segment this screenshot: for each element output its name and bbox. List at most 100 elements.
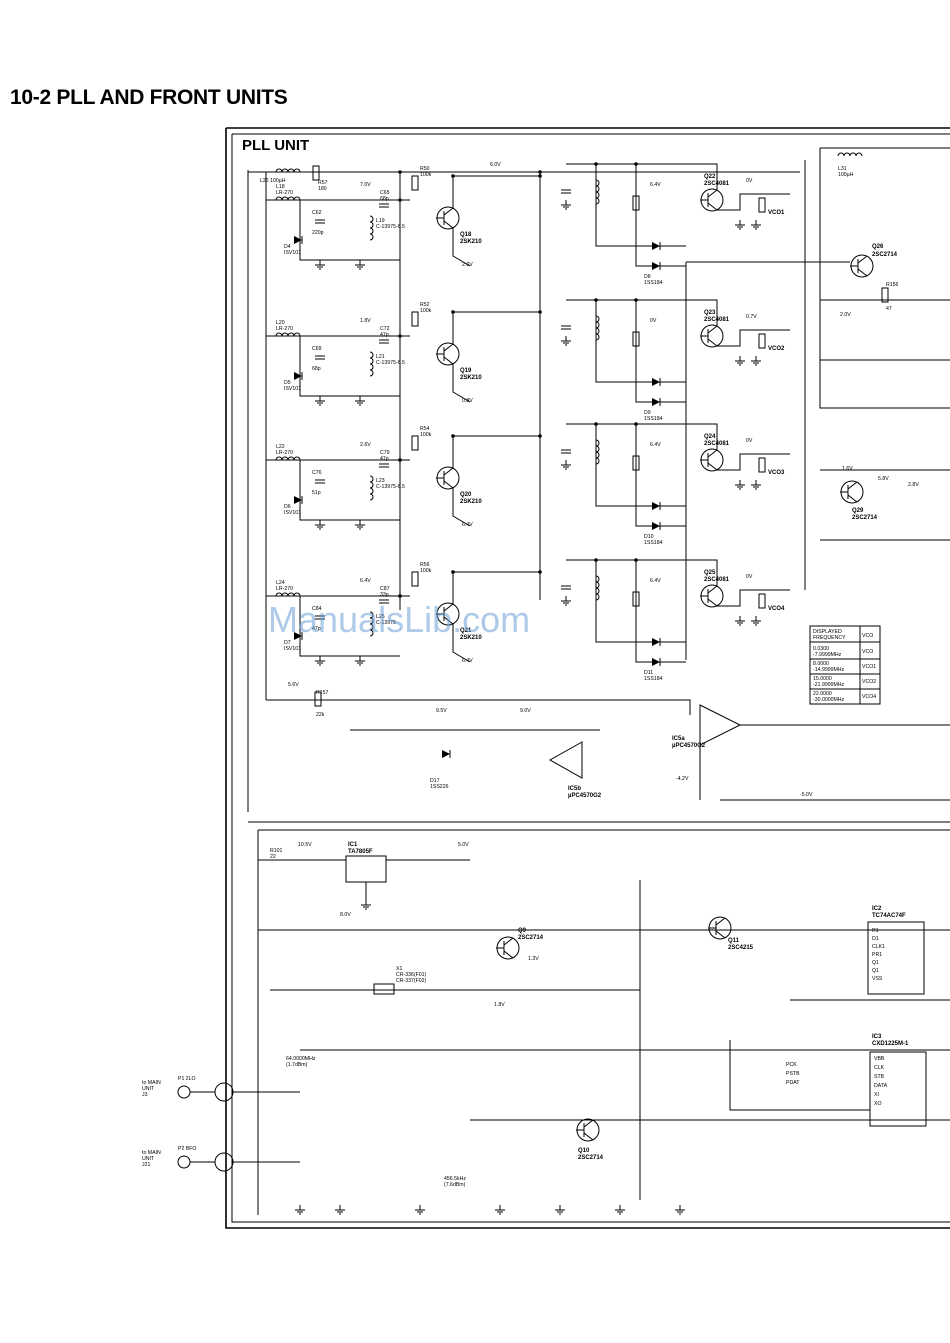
coil-value: LR-270 bbox=[276, 190, 293, 196]
freq-range-start: 8.0000 bbox=[813, 661, 829, 667]
cap-b-ref: C65 bbox=[380, 190, 390, 196]
tank-voltage: 6.4V bbox=[650, 182, 661, 188]
q26-ref: Q26 bbox=[872, 244, 884, 250]
regulator-vin: 10.5V bbox=[298, 842, 312, 848]
ic3-pin-label: DATA bbox=[874, 1083, 888, 1089]
buffer-voltage: 0V bbox=[746, 178, 753, 184]
res-ref: R50 bbox=[420, 166, 430, 172]
coil-ref: L22 bbox=[276, 444, 285, 450]
cap-a bbox=[315, 355, 325, 360]
crystal-x1 bbox=[373, 983, 395, 995]
ground-icon bbox=[561, 460, 571, 470]
right-rail bbox=[685, 160, 806, 660]
tune-coil-value: C-13975 bbox=[376, 620, 396, 626]
connector-wires bbox=[190, 1091, 300, 1163]
coil-l26 bbox=[275, 168, 301, 173]
ic2-pin-label: PR1 bbox=[872, 952, 882, 958]
q11-type: 2SC4215 bbox=[728, 945, 754, 951]
stage-voltage-a: 6.4V bbox=[360, 578, 371, 584]
unit-label: PLL UNIT bbox=[242, 137, 309, 154]
cap-b-value: 47p bbox=[380, 332, 389, 338]
fet-type: 2SK210 bbox=[460, 499, 482, 505]
transistor-leads bbox=[576, 1119, 594, 1141]
ground-icon bbox=[355, 656, 365, 666]
ic2-pin-label: Q1 bbox=[872, 968, 879, 974]
diode-d9 bbox=[652, 378, 660, 386]
diode-d10 bbox=[652, 502, 660, 510]
junction-dot bbox=[634, 162, 638, 166]
q29-type: 2SC2714 bbox=[852, 515, 878, 521]
opamp-voltage-a: 9.5V bbox=[436, 708, 447, 714]
ic3-pin-label: XO bbox=[874, 1101, 882, 1107]
buffer-voltage: 0V bbox=[746, 438, 753, 444]
tank-cap bbox=[561, 449, 571, 454]
j1-dest-line-3: J3 bbox=[142, 1092, 148, 1098]
junction-dot bbox=[634, 422, 638, 426]
cap-b-value: 68p bbox=[380, 196, 389, 202]
ground-icon bbox=[355, 260, 365, 270]
ground-icon bbox=[751, 616, 761, 626]
buffer-leads bbox=[686, 299, 790, 347]
coil-l24 bbox=[275, 592, 301, 597]
cap-a-ref: C69 bbox=[312, 346, 322, 352]
varactor-ref: D5 bbox=[284, 380, 291, 386]
tank-resistor bbox=[632, 455, 640, 471]
tune-coil-ref: L19 bbox=[376, 218, 385, 224]
l31-value: 100µH bbox=[838, 172, 854, 178]
vco-output-label: VCO4 bbox=[768, 606, 785, 612]
cap-b-ref: C72 bbox=[380, 326, 390, 332]
ground-icon bbox=[751, 356, 761, 366]
buffer-leads bbox=[686, 559, 790, 607]
varactor-value: ISV101 bbox=[284, 250, 301, 256]
x1-ref: X1 bbox=[396, 966, 402, 972]
freq-table-vco: VCO bbox=[862, 633, 873, 639]
junction-dot bbox=[634, 558, 638, 562]
ground-icon bbox=[675, 1205, 685, 1215]
q9-type: 2SC2714 bbox=[518, 935, 544, 941]
ground-icon bbox=[561, 336, 571, 346]
transistor-leads bbox=[708, 917, 726, 939]
ground-icon bbox=[361, 900, 371, 910]
diode-type: 1SS184 bbox=[644, 540, 663, 546]
regulator-wires bbox=[258, 859, 470, 900]
r156-value: 47 bbox=[886, 306, 892, 312]
transistor-leads bbox=[700, 325, 718, 347]
coil-l18 bbox=[275, 196, 301, 201]
stage-voltage-a: 2.6V bbox=[360, 442, 371, 448]
freq-range-start: 22.0000 bbox=[813, 691, 832, 697]
freq-range-end: -30.0000MHz bbox=[813, 697, 845, 703]
diode-d17 bbox=[442, 750, 450, 758]
ic3-synth bbox=[869, 1051, 927, 1127]
top-rail-voltage: 6.0V bbox=[490, 162, 501, 168]
buffer-ref: Q22 bbox=[704, 174, 716, 180]
regulator-vout: 5.0V bbox=[458, 842, 469, 848]
ic3-bus-label: PCK bbox=[786, 1062, 797, 1068]
ground-icon bbox=[315, 656, 325, 666]
ground-icon bbox=[615, 1205, 625, 1215]
diode-ref: D11 bbox=[644, 670, 653, 676]
opamp-voltage-d: -5.0V bbox=[800, 792, 813, 798]
diode-alt bbox=[652, 398, 660, 406]
tank-resistor bbox=[632, 591, 640, 607]
junction-dot bbox=[538, 170, 542, 174]
mixer-voltage-d: 2.8V bbox=[908, 482, 919, 488]
freq-row-vco: VCO1 bbox=[862, 664, 876, 670]
x1-value-a: CR-336(F01) bbox=[396, 972, 427, 978]
transistor-leads bbox=[850, 255, 868, 277]
transistor-leads bbox=[436, 603, 454, 625]
unit-border bbox=[225, 127, 950, 1229]
buffer-ref: Q23 bbox=[704, 310, 716, 316]
cap-a bbox=[315, 615, 325, 620]
tune-coil bbox=[369, 215, 374, 241]
opamp-wires bbox=[266, 699, 950, 801]
plug-p1 bbox=[177, 1085, 191, 1099]
transistor-leads bbox=[700, 449, 718, 471]
ic3-pin-label: XI bbox=[874, 1092, 879, 1098]
left-rail bbox=[247, 170, 267, 812]
ground-icon bbox=[355, 520, 365, 530]
transistor-leads bbox=[436, 467, 454, 489]
fet-leads bbox=[452, 311, 540, 403]
fet-ref: Q20 bbox=[460, 492, 472, 498]
junction-dot bbox=[594, 422, 598, 426]
varactor-value: ISV101 bbox=[284, 646, 301, 652]
